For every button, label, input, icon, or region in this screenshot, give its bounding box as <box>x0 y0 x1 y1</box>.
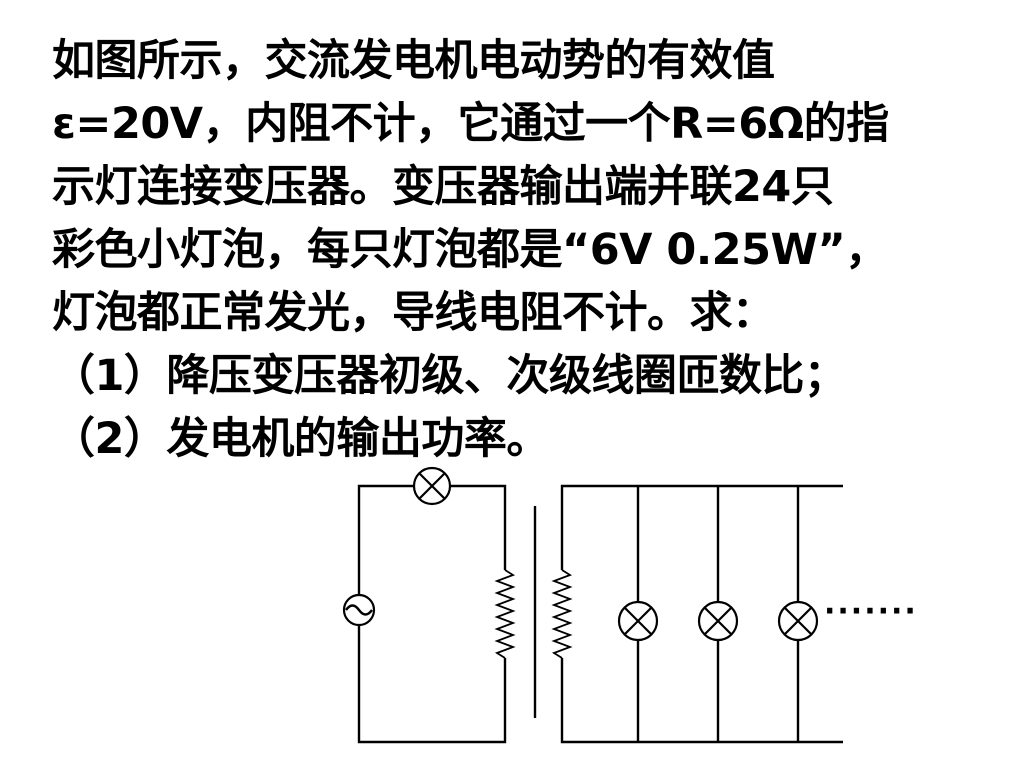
problem-line-2: ε=20V，内阻不计，它通过一个R=6Ω的指 <box>52 99 889 149</box>
transformer-icon <box>494 506 573 718</box>
question-2: （2）发电机的输出功率。 <box>52 414 549 464</box>
primary-top-wire-left <box>357 484 413 595</box>
primary-circuit <box>357 484 507 744</box>
lamp-icon <box>697 600 739 642</box>
primary-bottom-wire <box>357 625 507 744</box>
problem-line-4: 彩色小灯泡，每只灯泡都是“6V 0.25W”， <box>52 225 888 275</box>
secondary-top-wire <box>560 484 843 570</box>
secondary-bottom-wire <box>560 658 843 744</box>
problem-text: 如图所示，交流发电机电动势的有效值 ε=20V，内阻不计，它通过一个R=6Ω的指… <box>52 30 1012 471</box>
lamp-icon <box>412 466 452 506</box>
primary-top-wire-right <box>451 484 507 570</box>
problem-line-5: 灯泡都正常发光，导线电阻不计。求： <box>52 288 775 338</box>
lamp-icon <box>777 600 819 642</box>
primary-coil <box>494 569 516 659</box>
ac-source-icon <box>342 593 376 627</box>
question-1: （1）降压变压器初级、次级线圈匝数比； <box>52 351 847 401</box>
lamp-icon <box>617 600 659 642</box>
problem-line-3: 示灯连接变压器。变压器输出端并联24只 <box>52 162 834 212</box>
problem-line-1: 如图所示，交流发电机电动势的有效值 <box>52 36 775 86</box>
continuation-dots: ······· <box>824 594 918 629</box>
secondary-coil <box>551 569 573 659</box>
